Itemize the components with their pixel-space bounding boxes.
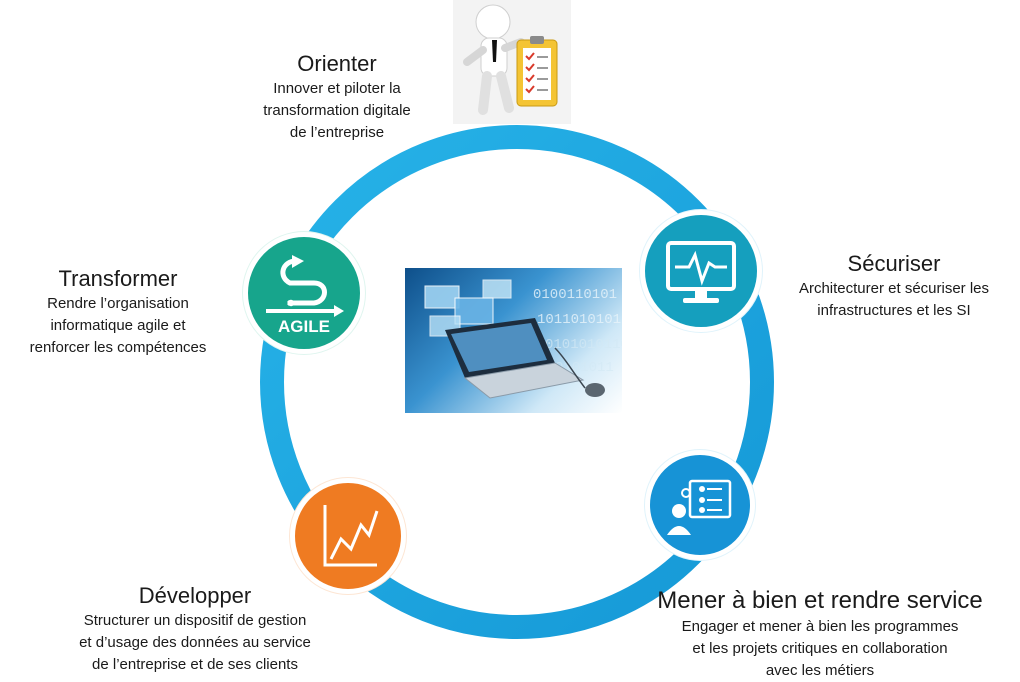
mener-label: Mener à bien et rendre service Engager e…: [630, 586, 1010, 682]
developper-title: Développer: [138, 583, 252, 608]
mener-node: [645, 450, 755, 560]
orienter-line-2: transformation digitale: [263, 102, 411, 119]
transformer-line-2: informatique agile et: [50, 317, 186, 334]
developper-line-1: Structurer un dispositif de gestion: [83, 612, 307, 629]
orienter-title: Orienter: [297, 51, 377, 76]
orienter-line-1: Innover et piloter la: [273, 80, 401, 97]
monitor-heartbeat-icon: [666, 241, 736, 303]
mener-line-3: avec les métiers: [765, 662, 875, 679]
transformer-title: Transformer: [58, 266, 178, 291]
binary-text-2: 1011010101: [537, 312, 621, 328]
developper-label: Développer Structurer un dispositif de g…: [45, 582, 345, 676]
transformer-line-3: renforcer les compétences: [29, 339, 207, 356]
developper-line-3: de l’entreprise et de ses clients: [92, 656, 298, 673]
binary-text-1: 0100110101: [533, 287, 617, 303]
securiser-node: [640, 210, 762, 332]
transformer-node: AGILE: [243, 232, 365, 354]
developper-line-2: et d’usage des données au service: [79, 634, 311, 651]
mener-line-2: et les projets critiques en collaboratio…: [692, 640, 948, 657]
agile-cycle-icon: AGILE: [266, 255, 344, 336]
transformer-label: Transformer Rendre l’organisation inform…: [2, 265, 234, 359]
line-chart-icon: [323, 505, 379, 567]
binary-text-3: 0101010110: [545, 337, 622, 353]
orienter-label: Orienter Innover et piloter la transform…: [222, 50, 452, 144]
mener-line-1: Engager et mener à bien les programmes: [681, 618, 959, 635]
developper-node: [290, 478, 406, 594]
businessman-checklist-icon: [463, 4, 558, 115]
securiser-title: Sécuriser: [847, 251, 941, 276]
orienter-image: [453, 0, 571, 124]
ring-circle: [260, 125, 774, 639]
securiser-label: Sécuriser Architecturer et sécuriser les…: [770, 250, 1018, 322]
center-image: 0100110101 1011010101 0101010110 0101011: [405, 268, 622, 413]
securiser-line-1: Architecturer et sécuriser les: [798, 280, 990, 297]
securiser-line-2: infrastructures et les SI: [817, 302, 971, 319]
orienter-line-3: de l’entreprise: [289, 124, 385, 141]
laptop-binary-icon: 0100110101 1011010101 0101010110 0101011: [424, 279, 622, 399]
presenter-board-icon: [667, 479, 732, 535]
mener-title: Mener à bien et rendre service: [657, 587, 983, 614]
agile-badge-text: AGILE: [278, 317, 330, 336]
transformer-line-1: Rendre l’organisation: [47, 295, 189, 312]
